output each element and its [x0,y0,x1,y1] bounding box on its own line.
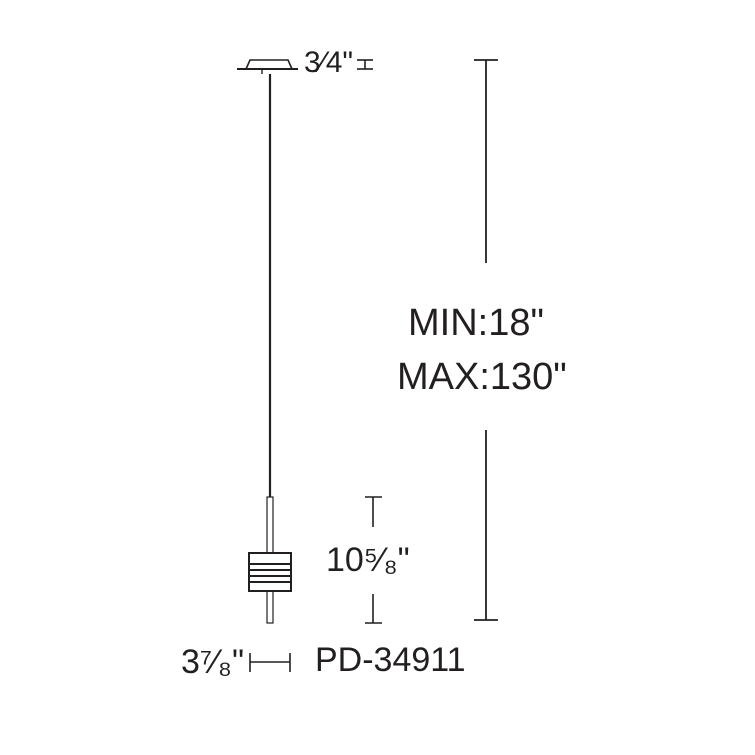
fixture-width-label: 3⁷⁄₈" [181,643,245,681]
overall-height-dimension-line [474,59,498,621]
model-number-label: PD-34911 [315,641,466,679]
overall-min-length-label: MIN:18" [408,302,544,344]
fixture-width-dimension-line [249,653,291,672]
canopy-height-label: 3⁄4" [304,46,354,79]
fixture-height-dimension-line [365,496,382,624]
fixture-height-label: 10⁵⁄₈" [326,541,410,579]
overall-max-length-label: MAX:130" [397,356,567,398]
canopy-dimension-marker [357,59,373,70]
lower-stem [266,590,274,624]
canopy [237,59,298,74]
fixture-body [248,552,292,592]
upper-stem [266,496,274,554]
